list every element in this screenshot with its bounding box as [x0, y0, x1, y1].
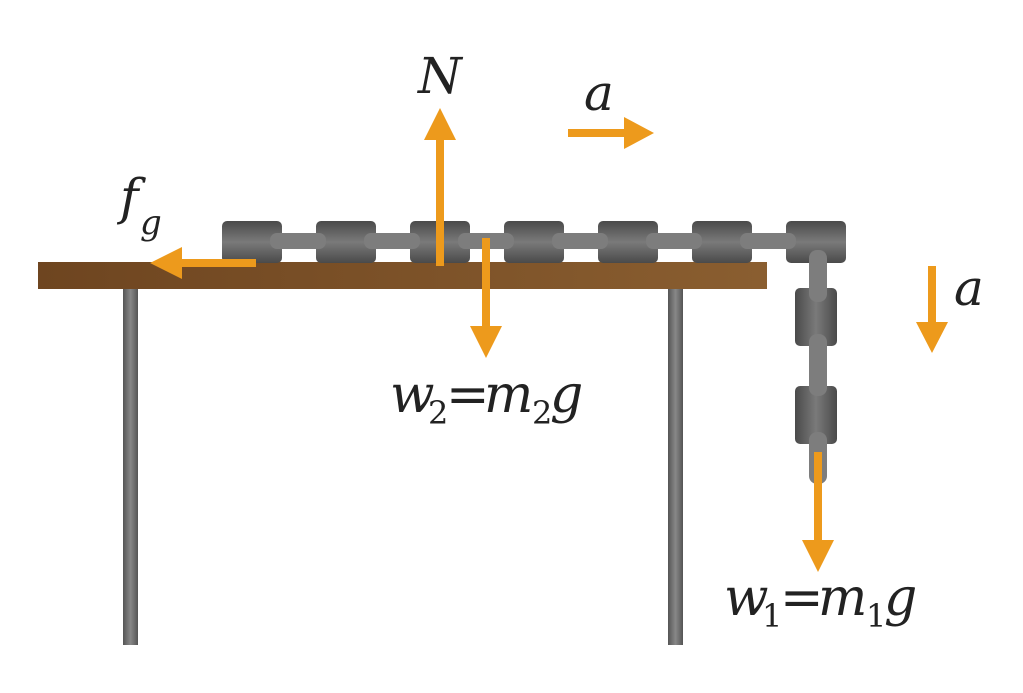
svg-text:m: m — [818, 568, 867, 628]
friction-arrow — [150, 247, 256, 279]
chain-link — [692, 221, 752, 263]
label-weight-w2: w 2 = m 2 g — [390, 365, 583, 432]
chain-link — [795, 386, 837, 444]
label-friction: f g — [116, 168, 162, 243]
svg-text:=: = — [446, 365, 490, 425]
chain-link — [316, 221, 376, 263]
label-weight-w1: w 1 = m 1 g — [724, 568, 917, 635]
svg-text:w: w — [724, 568, 769, 628]
label-acceleration-right: a — [954, 259, 984, 317]
svg-text:g: g — [884, 568, 917, 628]
chain-link — [222, 221, 282, 263]
svg-text:w: w — [390, 365, 435, 425]
chain-link — [504, 221, 564, 263]
svg-text:g: g — [140, 203, 162, 243]
svg-text:1: 1 — [866, 597, 886, 635]
chain-horizontal — [222, 221, 846, 263]
label-acceleration-top: a — [584, 64, 614, 122]
svg-text:g: g — [550, 365, 583, 425]
acceleration-arrow-down — [916, 266, 948, 353]
label-normal-force: N — [417, 47, 464, 105]
table — [38, 262, 767, 645]
chain-link — [598, 221, 658, 263]
acceleration-arrow-right — [568, 117, 654, 149]
svg-text:=: = — [780, 568, 824, 628]
normal-force-arrow — [424, 108, 456, 266]
table-leg-right — [668, 288, 683, 645]
chain-link — [795, 288, 837, 346]
chain-link — [786, 221, 846, 263]
svg-text:2: 2 — [532, 394, 552, 432]
svg-text:m: m — [484, 365, 533, 425]
weight-w1-arrow — [802, 452, 834, 572]
svg-text:2: 2 — [428, 394, 448, 432]
chain-vertical — [795, 250, 837, 484]
svg-text:1: 1 — [762, 597, 782, 635]
table-leg-left — [123, 288, 138, 645]
force-arrows — [150, 108, 948, 572]
table-top — [38, 262, 767, 289]
weight-w2-arrow — [470, 238, 502, 358]
